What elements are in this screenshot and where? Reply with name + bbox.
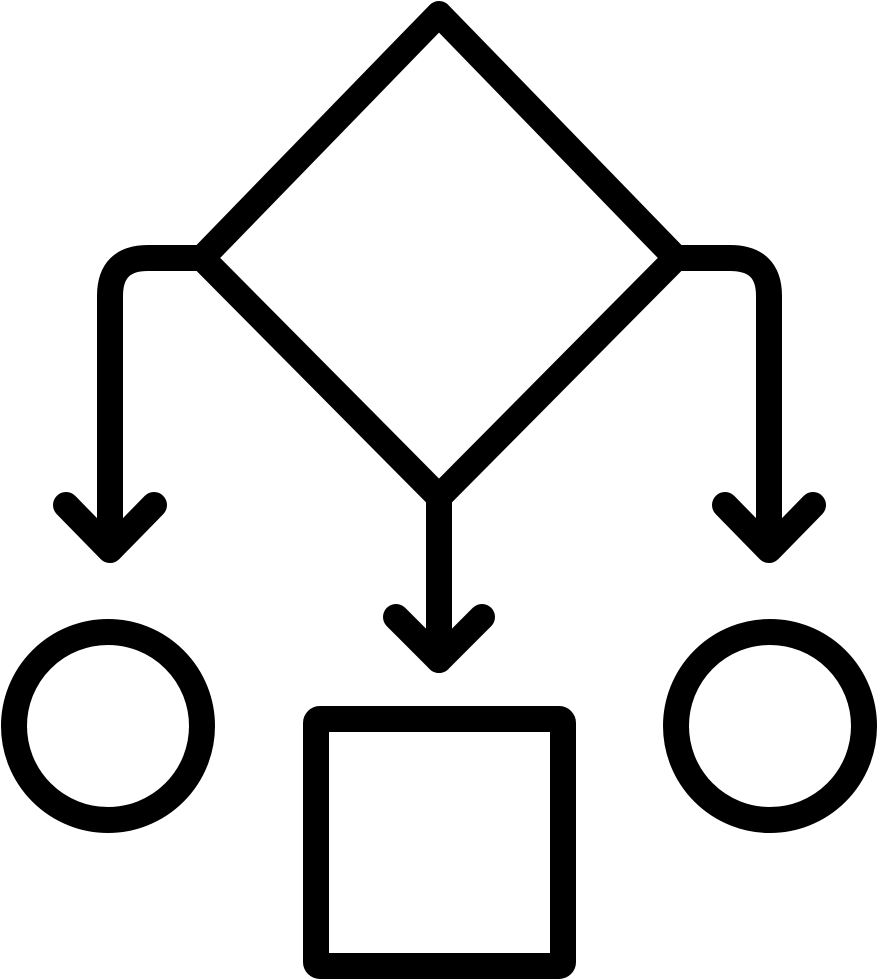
left-branch-connector bbox=[97, 245, 215, 561]
decision-diamond bbox=[189, 1, 689, 510]
right-branch-connector bbox=[663, 245, 782, 561]
center-arrow-head bbox=[383, 604, 495, 673]
right-arrow-head bbox=[712, 492, 826, 563]
center-square bbox=[303, 706, 576, 979]
right-circle bbox=[663, 619, 877, 833]
left-arrow-head bbox=[53, 492, 167, 563]
left-circle bbox=[1, 619, 215, 833]
